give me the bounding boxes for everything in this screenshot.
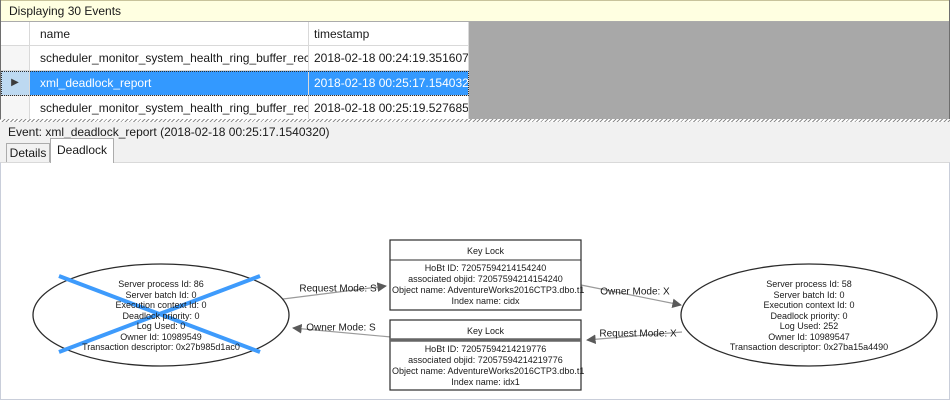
- column-header-timestamp[interactable]: timestamp: [309, 22, 469, 46]
- event-timestamp-cell[interactable]: 2018-02-18 00:25:17.1540320: [309, 71, 469, 96]
- grid-details-splitter[interactable]: [0, 119, 950, 122]
- process-node-right[interactable]: [680, 263, 938, 367]
- events-grid: name timestamp scheduler_monitor_system_…: [1, 22, 469, 121]
- edge-request-x: [586, 331, 683, 345]
- edge-owner-x: [580, 284, 682, 309]
- row-selector-cell[interactable]: [1, 96, 30, 121]
- row-selector-cell[interactable]: ▶: [1, 71, 30, 96]
- deadlock-graph: Server process Id: 86 Server batch Id: 0…: [1, 163, 949, 399]
- event-name-cell[interactable]: scheduler_monitor_system_health_ring_buf…: [30, 96, 309, 121]
- event-timestamp-cell[interactable]: 2018-02-18 00:24:19.3516078: [309, 46, 469, 71]
- column-header-name[interactable]: name: [30, 22, 309, 46]
- grid-header-row: name timestamp: [1, 22, 469, 46]
- current-row-arrow-icon: ▶: [11, 77, 19, 88]
- event-name-cell[interactable]: scheduler_monitor_system_health_ring_buf…: [30, 46, 309, 71]
- deadlock-tab-content: Server process Id: 86 Server batch Id: 0…: [0, 162, 950, 400]
- lock-node-top[interactable]: [389, 239, 582, 311]
- event-timestamp-cell[interactable]: 2018-02-18 00:25:19.5276859: [309, 96, 469, 121]
- table-row[interactable]: scheduler_monitor_system_health_ring_buf…: [1, 46, 469, 71]
- deadlock-victim-cross-icon: [58, 274, 261, 354]
- tab-deadlock[interactable]: Deadlock: [50, 138, 114, 163]
- edge-request-s: [282, 282, 387, 300]
- edge-owner-s: [292, 324, 392, 338]
- events-grid-panel: Displaying 30 Events name timestamp sche…: [0, 0, 950, 122]
- table-row-selected[interactable]: ▶ xml_deadlock_report 2018-02-18 00:25:1…: [1, 71, 469, 96]
- event-detail-panel: Event: xml_deadlock_report (2018-02-18 0…: [0, 122, 950, 400]
- event-name-cell[interactable]: xml_deadlock_report: [30, 71, 309, 96]
- grid-corner-cell: [1, 22, 30, 46]
- lock-node-bottom[interactable]: [389, 319, 582, 391]
- events-count-bar: Displaying 30 Events: [1, 0, 949, 22]
- table-row[interactable]: scheduler_monitor_system_health_ring_buf…: [1, 96, 469, 121]
- events-count-label: Displaying 30 Events: [9, 4, 122, 18]
- row-selector-cell[interactable]: [1, 46, 30, 71]
- tab-details[interactable]: Details: [6, 143, 50, 162]
- events-grid-zone: name timestamp scheduler_monitor_system_…: [1, 22, 949, 121]
- selected-event-label: Event: xml_deadlock_report (2018-02-18 0…: [8, 125, 330, 139]
- deadlock-graph-canvas: [32, 239, 938, 391]
